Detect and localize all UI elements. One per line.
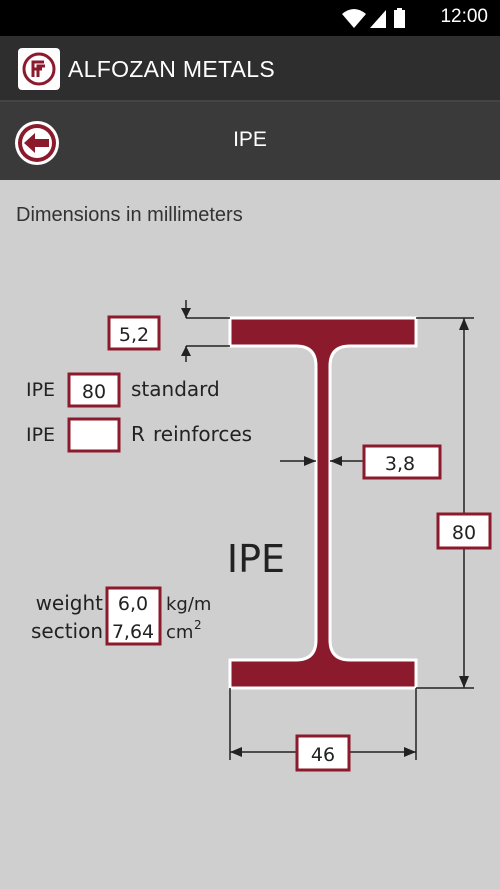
i-beam-shape <box>228 316 418 690</box>
status-time: 12:00 <box>440 6 488 27</box>
weight-value: 6,0 <box>118 593 148 615</box>
height-box <box>436 512 492 550</box>
signal-icon <box>370 10 386 28</box>
section-unit-exponent: 2 <box>194 618 202 632</box>
weight-label: weight <box>36 591 104 615</box>
battery-icon <box>394 8 405 28</box>
page-header: IPE <box>0 100 500 180</box>
back-button[interactable] <box>13 119 61 167</box>
standard-label: standard <box>131 377 220 401</box>
status-icons <box>342 8 405 28</box>
flange-width-box <box>295 734 351 772</box>
app-title: ALFOZAN METALS <box>68 56 275 82</box>
status-bar: 12:00 <box>0 0 500 36</box>
reinforced-suffix: R <box>131 422 145 446</box>
action-bar: ALFOZAN METALS <box>0 36 500 100</box>
flange-thickness-value: 5,2 <box>119 324 149 346</box>
reinforced-prefix: IPE <box>26 424 55 446</box>
flange-width-value: 46 <box>311 744 335 766</box>
web-thickness-value: 3,8 <box>385 453 415 475</box>
weight-section-box <box>105 586 162 646</box>
flange-thickness-box <box>107 315 161 351</box>
weight-unit: kg/m <box>166 594 211 615</box>
reinforced-value-box <box>67 417 121 453</box>
reinforced-label: reinforces <box>153 422 252 446</box>
content-area: Dimensions in millimeters 5,2 80 <box>0 180 500 889</box>
app-logo <box>18 48 60 90</box>
dimensions-heading: Dimensions in millimeters <box>16 204 243 226</box>
section-label: section <box>31 619 103 643</box>
back-arrow-icon <box>15 121 59 165</box>
standard-prefix: IPE <box>26 379 55 401</box>
wifi-icon <box>342 9 366 28</box>
standard-value-box <box>67 372 121 408</box>
web-thickness-box <box>362 444 442 480</box>
height-value: 80 <box>452 522 476 544</box>
ipe-profile-diagram: 5,2 80 3,8 46 IPE 80 standard IPE R rein… <box>26 300 492 772</box>
profile-name: IPE <box>227 537 285 581</box>
page-title: IPE <box>233 128 267 151</box>
section-unit: cm <box>166 622 193 643</box>
section-value: 7,64 <box>112 621 154 643</box>
standard-value: 80 <box>82 381 106 403</box>
